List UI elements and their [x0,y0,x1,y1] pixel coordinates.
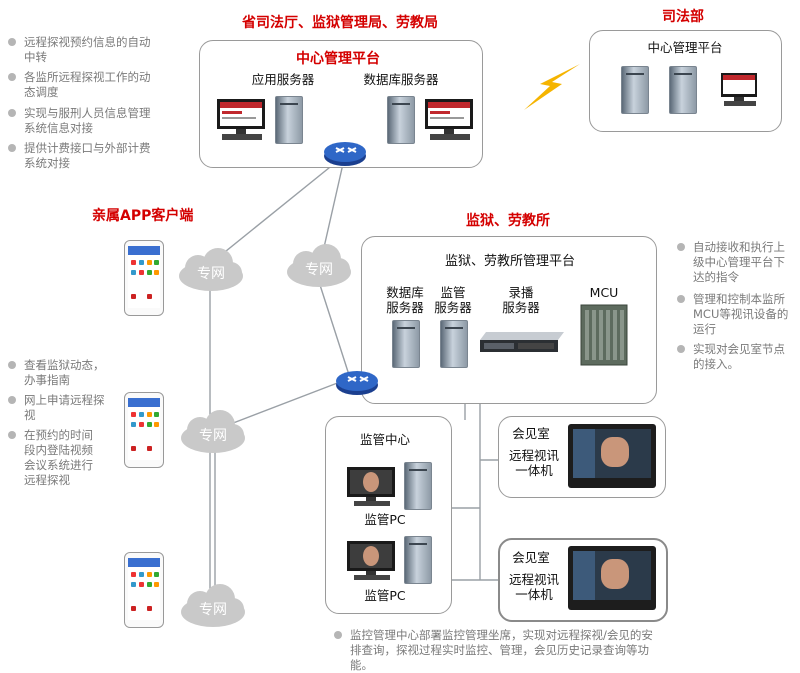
meeting-device-label: 远程视讯 一体机 [508,448,559,478]
rack-server-icon [480,332,564,352]
monitor-icon [721,73,757,106]
prison-monitor-server-label: 监管 服务器 [434,285,472,315]
meeting-room-title: 会见室 [512,550,550,565]
provincial-title: 省司法厅、监狱管理局、劳教局 [242,15,438,31]
prison-title: 监狱、劳教所 [466,213,550,229]
monitor-icon [347,541,395,580]
phone-icon [124,240,164,316]
meeting-room-title: 会见室 [512,426,550,441]
router-icon [336,371,378,395]
bullet-item: 实现与服刑人员信息管理系统信息对接 [8,106,158,138]
judicial-title: 司法部 [662,9,704,25]
server-icon [404,536,432,584]
cloud-icon: 专网 [178,582,248,630]
cloud-icon: 专网 [284,242,354,290]
monitor-pc-label: 监管PC [364,512,406,527]
server-icon [669,66,697,114]
cloud-icon: 专网 [176,246,246,294]
lightning-icon [524,64,580,110]
judicial-platform-label: 中心管理平台 [647,40,723,55]
monitor-icon [425,99,473,140]
monitor-server-icon [440,320,468,368]
monitor-pc-label: 监管PC [364,588,406,603]
router-icon [324,142,366,166]
bullet-item: 各监所远程探视工作的动态调度 [8,70,158,102]
bullet-item: 实现对会见室节点的接入。 [677,342,795,374]
cloud-icon: 专网 [178,408,248,456]
bottom-note: 监控管理中心部署监控管理坐席，实现对远程探视/会见的安排查询，探视过程实时监控、… [334,628,664,672]
video-terminal-icon [568,424,656,488]
meeting-device-label: 远程视讯 一体机 [508,572,559,602]
phone-icon [124,392,164,468]
bullet-item: 自动接收和执行上级中心管理平台下达的指令 [677,240,795,288]
prison-record-server-label: 录播 服务器 [502,285,540,315]
bullet-item: 在预约的时间段内登陆视频会议系统进行远程探视 [8,428,113,492]
central-platform-title: 中心管理平台 [296,51,380,67]
app-client-title: 亲属APP客户端 [92,208,194,224]
server-icon [404,462,432,510]
bullet-item: 管理和控制本监所MCU等视讯设备的运行 [677,292,795,340]
bullet-item: 网上申请远程探视 [8,393,113,425]
phone-icon [124,552,164,628]
monitor-icon [347,467,395,506]
bullet-item: 提供计费接口与外部计费系统对接 [8,141,158,173]
app-server-label: 应用服务器 [251,72,315,87]
prison-platform-title: 监狱、劳教所管理平台 [444,254,575,269]
db-server-label: 数据库服务器 [363,72,439,87]
monitor-center-title: 监管中心 [359,432,410,447]
video-terminal-icon [568,546,656,610]
bullet-item: 查看监狱动态，办事指南 [8,358,113,390]
mcu-icon [580,304,628,366]
db-server-icon [392,320,420,368]
server-icon [621,66,649,114]
bullet-item: 远程探视预约信息的自动中转 [8,35,158,67]
app-server-icon [275,96,303,144]
db-server-icon [387,96,415,144]
prison-mcu-label: MCU [589,285,619,300]
monitor-icon [217,99,265,140]
prison-db-server-label: 数据库 服务器 [386,285,424,315]
